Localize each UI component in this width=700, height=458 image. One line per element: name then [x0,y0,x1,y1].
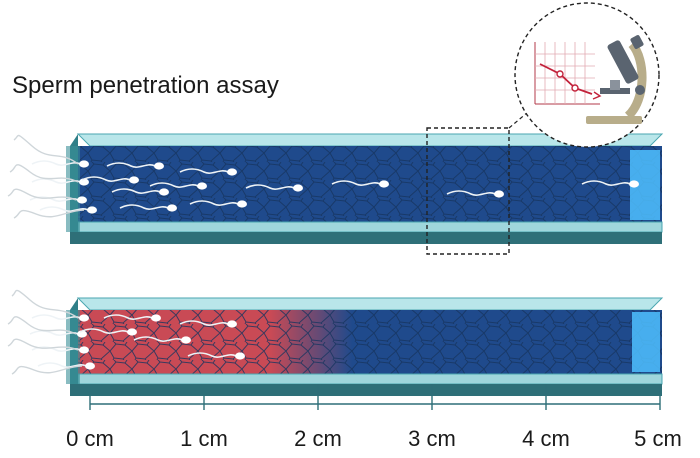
scale-label-0: 0 cm [66,426,114,451]
analysis-inset [514,2,660,148]
figure-title: Sperm penetration assay [12,72,279,99]
tails-outside-bottom [7,289,83,375]
scale-label-5: 5 cm [634,426,682,451]
sperm-icon [31,159,90,169]
tube-bottom [66,297,664,396]
scale-label-1: 1 cm [180,426,228,451]
sperm-icon [29,329,88,339]
line-graph-icon [534,42,602,105]
microscope-icon [586,35,647,124]
scale-label-3: 3 cm [408,426,456,451]
sperm-icon [31,177,90,187]
zoom-region-box [426,127,510,255]
tube-top [66,133,664,244]
scale-label-4: 4 cm [522,426,570,451]
tails-outside-top [7,134,85,219]
scale-label-2: 2 cm [294,426,342,451]
plug-top [630,150,660,220]
plug-bottom [632,312,660,372]
scale-bar [89,384,661,410]
sperm-icon [31,313,90,323]
